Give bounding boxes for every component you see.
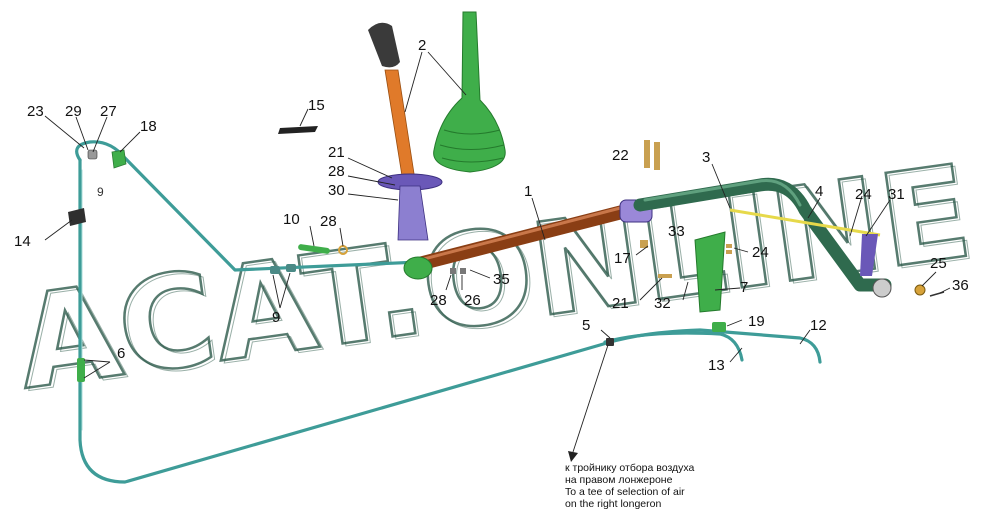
destination-note: к тройнику отбора воздуха на правом лонж…: [565, 462, 695, 510]
pin-10: [298, 244, 330, 254]
callout-9-small: 9: [97, 185, 104, 199]
fitting-27: [87, 149, 98, 160]
callout-6: 5: [582, 317, 590, 334]
callout-24b: 24: [752, 244, 769, 261]
bolt-22a: [644, 140, 650, 168]
callout-10: 10: [283, 211, 300, 228]
fitting-6: [606, 338, 614, 346]
lever-housing: [397, 185, 429, 241]
lever-knob: [368, 22, 400, 68]
bracket-7: [694, 231, 726, 313]
callout-15: 15: [308, 97, 325, 114]
connector-19: [712, 322, 726, 332]
nut-9a: [270, 266, 280, 274]
air-pipe-branch: [603, 331, 744, 362]
bushing-26-end: [872, 278, 892, 298]
callout-29: 28: [320, 213, 337, 230]
washer-17: [640, 240, 648, 248]
boot-ribs: [439, 129, 505, 163]
shaft-highlight: [418, 204, 630, 262]
air-pipe-assembly: [68, 140, 822, 484]
callout-21a: 21: [328, 144, 345, 161]
note-line-ru-2: на правом лонжероне: [565, 474, 673, 486]
pipe-clip-5: [77, 358, 85, 382]
bolt-21: [658, 274, 672, 278]
callout-19: 19: [748, 313, 765, 330]
rod-4: [729, 208, 881, 237]
callout-35: 35: [493, 271, 510, 288]
callout-32: 32: [654, 295, 671, 312]
note-line-ru-1: к тройнику отбора воздуха: [565, 462, 695, 474]
callout-9: 9: [272, 309, 280, 326]
callout-28b: 28: [430, 292, 447, 309]
cross-bar-highlight: [643, 179, 802, 207]
callout-14: 14: [14, 233, 31, 250]
note-arrow-line: [572, 344, 609, 453]
callout-7: 7: [740, 279, 748, 296]
nut-25: [460, 268, 466, 274]
callout-31a: 30: [328, 182, 345, 199]
callout-labels: 2 15 23 29 27 18 9 14 21 28 30 10 28 9 6…: [14, 37, 969, 374]
bracket-14: [68, 208, 86, 226]
shaft-end-joint: [403, 256, 433, 280]
leader-lines: [44, 51, 951, 462]
callout-27: 27: [100, 103, 117, 120]
nut-9b: [286, 264, 296, 272]
bushing-24a: [726, 244, 732, 248]
callout-1: 1: [524, 183, 532, 200]
callout-22: 22: [612, 147, 629, 164]
callout-23: 23: [27, 103, 44, 120]
lever-boot: [433, 11, 506, 173]
callout-33: 33: [668, 223, 685, 240]
note-arrowhead: [568, 451, 578, 462]
bushing-24b: [726, 250, 732, 254]
note-line-en-1: To a tee of selection of air: [565, 486, 685, 498]
callout-17: 17: [614, 250, 631, 267]
cross-bar: [633, 177, 945, 298]
callout-24a: 24: [855, 186, 872, 203]
nut-28: [450, 268, 456, 274]
note-line-en-2: on the right longeron: [565, 498, 661, 510]
bracket-7-group: [278, 126, 732, 313]
callout-36: 36: [952, 277, 969, 294]
callout-4: 4: [815, 183, 823, 200]
connector-18: [111, 149, 127, 169]
gear-lever-assembly: [368, 11, 506, 241]
callout-13: 13: [708, 357, 725, 374]
nut-26: [914, 284, 926, 296]
callout-12: 12: [810, 317, 827, 334]
callout-25: 26: [464, 292, 481, 309]
shaft-body: [408, 203, 637, 272]
callout-3: 3: [702, 149, 710, 166]
callout-30: 29: [65, 103, 82, 120]
main-shaft: [403, 199, 653, 280]
callout-2: 2: [418, 37, 426, 54]
callout-26: 25: [930, 255, 947, 272]
plate-15: [278, 126, 318, 134]
lever-rod: [384, 69, 416, 183]
callout-21b: 21: [612, 295, 629, 312]
bolt-22b: [654, 142, 660, 170]
callout-18: 18: [140, 118, 157, 135]
callout-31b: 31: [888, 186, 905, 203]
callout-28a: 28: [328, 163, 345, 180]
bracket-31: [860, 234, 878, 276]
callout-5: 6: [117, 345, 125, 362]
